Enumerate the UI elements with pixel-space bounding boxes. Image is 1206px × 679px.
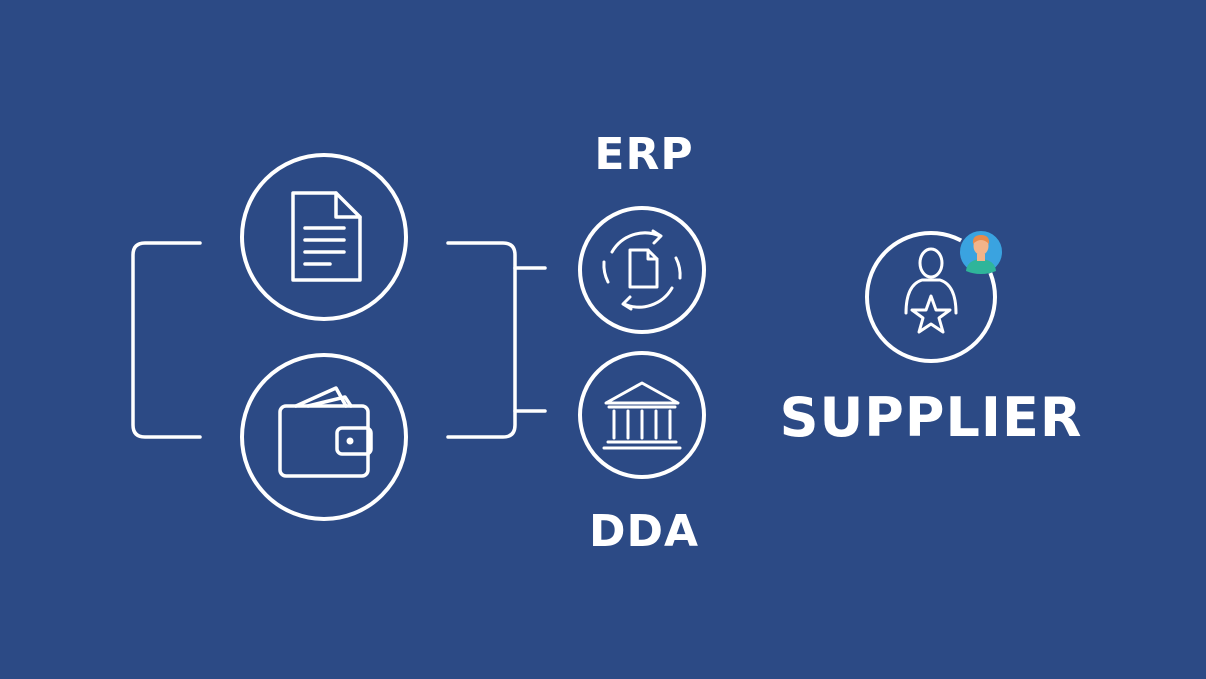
middle-bracket-connector — [446, 241, 517, 439]
supplier-label: SUPPLIER — [779, 386, 1083, 449]
wallet-node — [240, 353, 408, 521]
document-icon — [291, 191, 362, 282]
supplier-star-icon — [904, 247, 958, 334]
dda-node — [578, 351, 706, 479]
document-sync-icon — [602, 229, 682, 311]
user-avatar-icon — [958, 229, 1004, 275]
left-bracket-connector — [131, 241, 202, 439]
erp-label: ERP — [594, 129, 694, 180]
wallet-icon — [278, 386, 373, 478]
document-node — [240, 153, 408, 321]
bank-icon — [602, 381, 682, 450]
supplier-node — [865, 229, 1004, 363]
dda-label: DDA — [588, 506, 700, 557]
erp-node — [578, 206, 706, 334]
